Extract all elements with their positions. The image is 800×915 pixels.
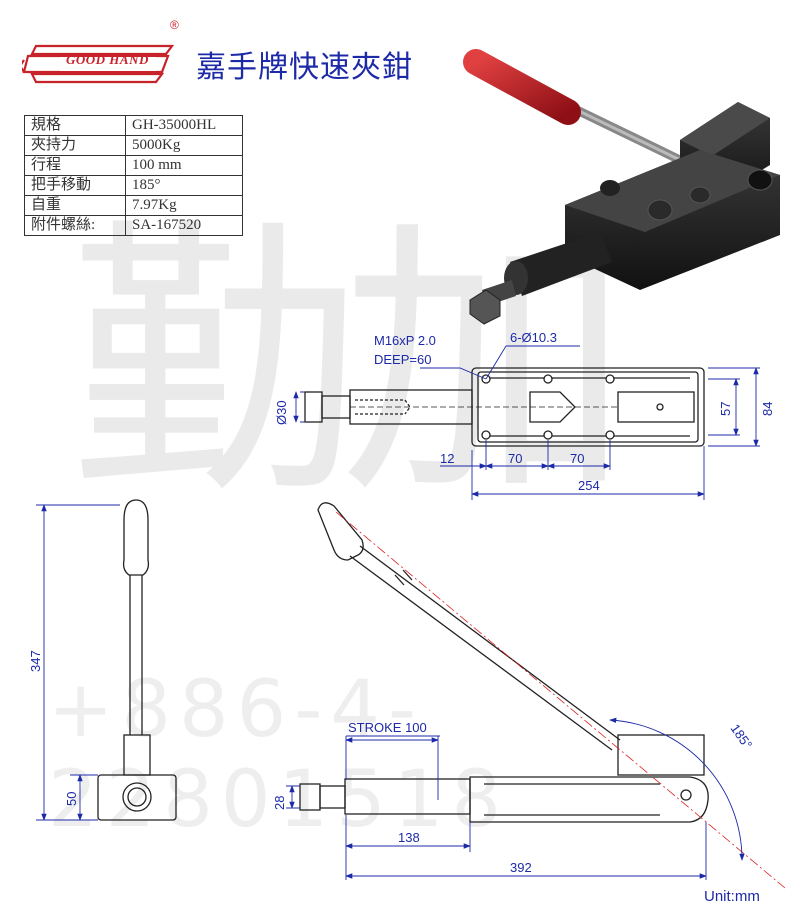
dim-138: 138 [398,830,420,845]
dim-84: 84 [760,402,775,416]
front-view-dimensions [286,511,786,889]
page-title: 嘉手牌快速夾鉗 [196,50,413,85]
dim-stroke: STROKE 100 [348,720,427,735]
dim-deep: DEEP=60 [374,352,431,367]
brand-logo [22,44,175,84]
top-view-dimensions [293,345,760,500]
red-grip [463,49,581,125]
dim-57: 57 [718,402,733,416]
spec-key: 自重 [24,195,126,216]
spec-value: 100 mm [125,155,243,176]
dim-thread: M16xP 2.0 [374,333,436,348]
dim-254: 254 [578,478,600,493]
brand-name: GOOD HAND [66,52,149,67]
dim-12: 12 [440,451,454,466]
dim-70-b: 70 [570,451,584,466]
dim-347: 347 [28,650,43,672]
top-view [304,367,705,447]
front-view [299,502,709,823]
dim-angle: 185° [728,721,756,752]
spec-value: 5000Kg [125,135,243,156]
registered-mark: ® [170,18,179,32]
unit-label: Unit:mm [704,888,760,905]
dim-392: 392 [510,860,532,875]
spec-row: 附件螺絲:SA-167520 [24,215,243,236]
dim-diameter: Ø30 [274,400,289,425]
spec-key: 附件螺絲: [24,215,126,236]
side-view [97,499,177,821]
spec-value: 7.97Kg [125,195,243,216]
dim-28: 28 [272,796,287,810]
product-render [463,49,780,325]
spec-value: SA-167520 [125,215,243,236]
side-view-dimensions [36,504,120,821]
spec-value: 185° [125,175,243,196]
dim-50: 50 [64,792,79,806]
dim-70-a: 70 [508,451,522,466]
dim-holes: 6-Ø10.3 [510,330,557,345]
